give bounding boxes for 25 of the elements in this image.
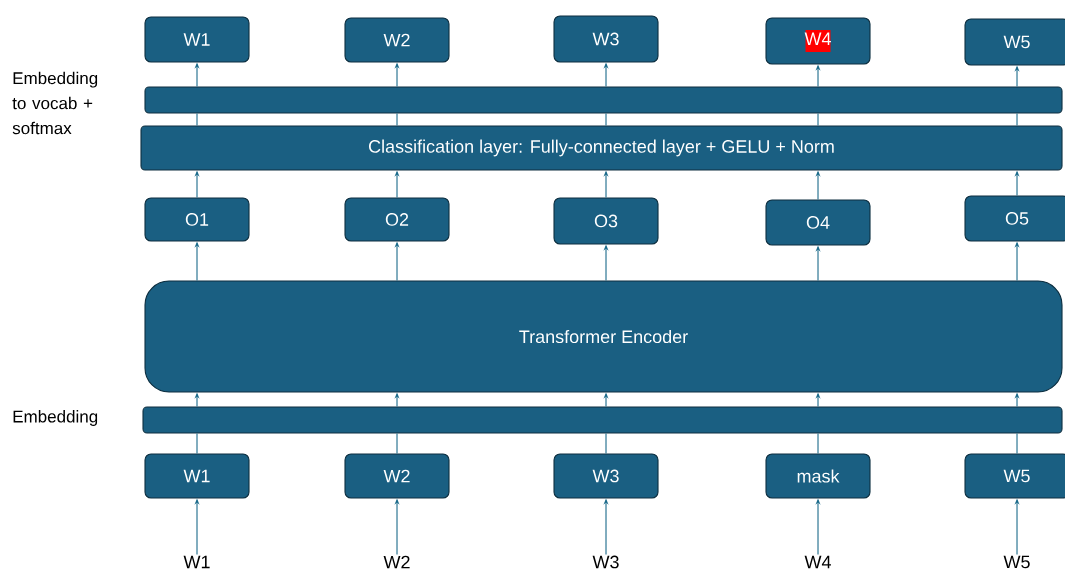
encoder-box: Transformer Encoder [144, 280, 1063, 393]
token-box: W2 [344, 453, 450, 499]
token-box: W3 [553, 15, 659, 63]
input-token: W3 [592, 555, 619, 569]
output-box: O2 [344, 197, 450, 242]
token-box: W1 [144, 453, 250, 499]
layer-bar [144, 86, 1063, 114]
output-box: O4 [765, 199, 871, 246]
output-box: O5 [964, 195, 1065, 242]
token-box: W2 [344, 17, 450, 63]
input-token: W1 [183, 555, 210, 569]
token-box: W5 [964, 453, 1065, 499]
token-box: W3 [553, 453, 659, 499]
token-box: mask [765, 453, 871, 499]
input-token: W2 [383, 555, 410, 569]
output-box: O3 [553, 197, 659, 245]
token-box: W1 [144, 16, 250, 63]
output-box: O1 [144, 197, 250, 242]
side-label: Embedding to vocab + softmax [12, 71, 98, 135]
input-token: W4 [804, 555, 831, 569]
layer-bar: Classification layer: Fully-connected layer + GELU + Norm [140, 125, 1063, 171]
embedding-bar [142, 406, 1063, 434]
input-token: W5 [1003, 555, 1030, 569]
token-box: W5 [964, 18, 1065, 66]
side-label: Embedding [13, 410, 98, 426]
